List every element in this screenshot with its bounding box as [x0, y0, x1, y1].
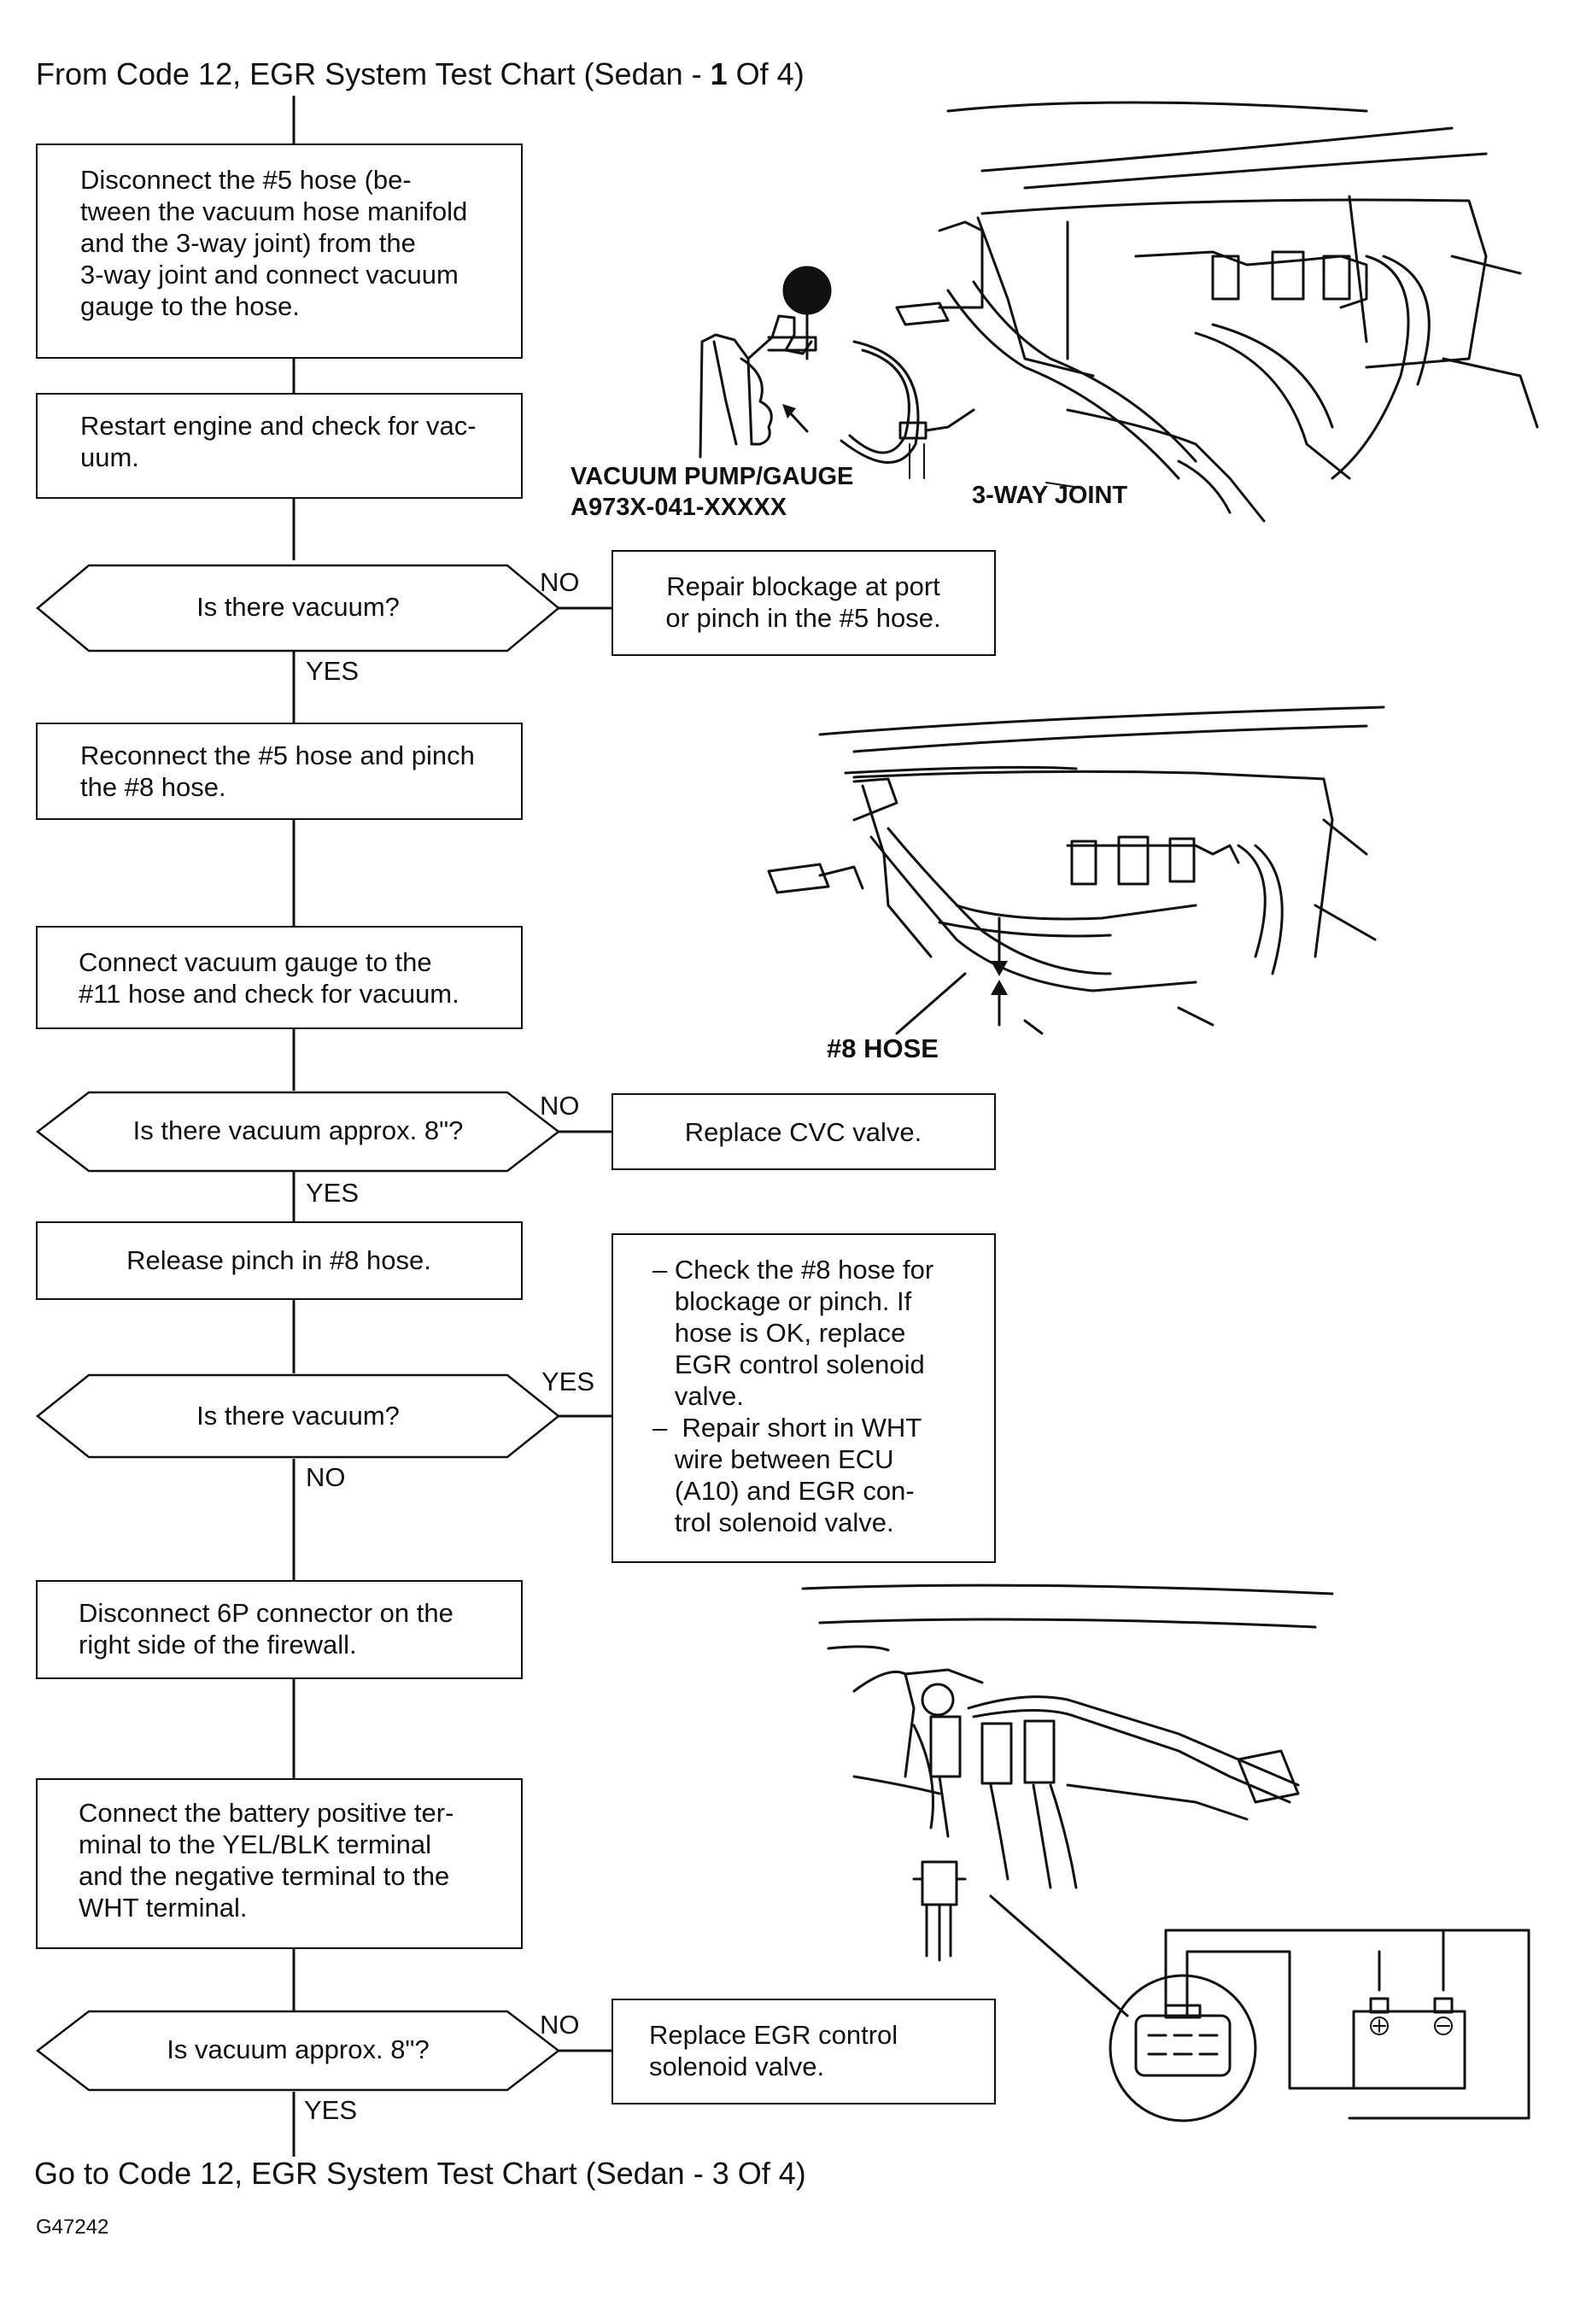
- action-box-replace-egr-solenoid: Replace EGR control solenoid valve.: [612, 1999, 996, 2104]
- branch-label-yes-2: YES: [306, 1178, 360, 1208]
- branch-label-no-1: NO: [540, 567, 580, 597]
- action-box-repair-blockage: Repair blockage at port or pinch in the …: [612, 550, 996, 656]
- step-text-disconnect-hose: Disconnect the #5 hose (be- tween the va…: [80, 165, 468, 321]
- decision-shape-4: [35, 2010, 561, 2092]
- action-box-check-hose-8: – Check the #8 hose for blockage or pinc…: [612, 1233, 996, 1563]
- step-box-release-pinch: Release pinch in #8 hose.: [36, 1221, 523, 1300]
- decision-shape-3: [35, 1373, 561, 1459]
- hose-8-illustration: [767, 705, 1385, 1035]
- branch-label-yes-3: YES: [541, 1367, 595, 1396]
- branch-label-yes-1: YES: [306, 656, 360, 686]
- step-text-reconnect-pinch: Reconnect the #5 hose and pinch the #8 h…: [80, 741, 475, 802]
- step-box-disconnect-6p: Disconnect 6P connector on the right sid…: [36, 1580, 523, 1679]
- branch-label-no-3: NO: [306, 1462, 346, 1492]
- step-box-disconnect-hose: Disconnect the #5 hose (be- tween the va…: [36, 143, 523, 359]
- label-three-way-joint: 3-WAY JOINT: [972, 482, 1128, 509]
- branch-label-no-4: NO: [540, 2010, 580, 2040]
- branch-label-yes-4: YES: [304, 2095, 358, 2125]
- page-title-prefix: From Code 12, EGR System Test Chart (Sed…: [36, 56, 711, 91]
- decision-shape-1: [36, 564, 560, 653]
- figure-id: G47242: [36, 2216, 109, 2239]
- label-pump-part-number: A973X-041-XXXXX: [571, 494, 787, 521]
- step-text-connect-gauge: Connect vacuum gauge to the #11 hose and…: [79, 947, 459, 1009]
- action-box-replace-cvc: Replace CVC valve.: [612, 1093, 996, 1170]
- decision-text-vacuum-3: Is there vacuum?: [196, 1401, 400, 1431]
- decision-text-vacuum-1: Is there vacuum?: [196, 592, 400, 622]
- decision-shape-2: [35, 1091, 561, 1173]
- action-text-replace-cvc: Replace CVC valve.: [684, 1117, 922, 1147]
- label-hose-8: #8 HOSE: [827, 1033, 939, 1063]
- step-box-connect-gauge: Connect vacuum gauge to the #11 hose and…: [36, 926, 523, 1029]
- step-box-reconnect-pinch: Reconnect the #5 hose and pinch the #8 h…: [36, 723, 523, 820]
- branch-label-no-2: NO: [540, 1091, 580, 1121]
- step-text-restart-engine: Restart engine and check for vac- uum.: [80, 411, 477, 472]
- action-text-replace-egr-solenoid: Replace EGR control solenoid valve.: [649, 2020, 898, 2081]
- vacuum-pump-illustration: [699, 101, 1539, 523]
- decision-text-vacuum-approx-8-final: Is vacuum approx. 8"?: [167, 2034, 430, 2064]
- connector-battery-illustration: [801, 1583, 1530, 2122]
- step-box-restart-engine: Restart engine and check for vac- uum.: [36, 393, 523, 499]
- action-text-check-hose-8: – Check the #8 hose for blockage or pinc…: [652, 1255, 934, 1537]
- step-text-release-pinch: Release pinch in #8 hose.: [126, 1245, 431, 1275]
- decision-text-vacuum-approx-8: Is there vacuum approx. 8"?: [132, 1115, 464, 1145]
- page-title-part-number: 1: [710, 56, 728, 91]
- step-text-disconnect-6p: Disconnect 6P connector on the right sid…: [79, 1598, 454, 1660]
- step-box-connect-battery: Connect the battery positive ter- minal …: [36, 1778, 523, 1949]
- next-chart-reference: Go to Code 12, EGR System Test Chart (Se…: [34, 2156, 806, 2191]
- label-vacuum-pump-gauge: VACUUM PUMP/GAUGE: [571, 463, 854, 490]
- page-title: From Code 12, EGR System Test Chart (Sed…: [36, 56, 805, 92]
- page-title-suffix: Of 4): [727, 56, 805, 91]
- step-text-connect-battery: Connect the battery positive ter- minal …: [79, 1798, 454, 1923]
- action-text-repair-blockage: Repair blockage at port or pinch in the …: [665, 571, 941, 633]
